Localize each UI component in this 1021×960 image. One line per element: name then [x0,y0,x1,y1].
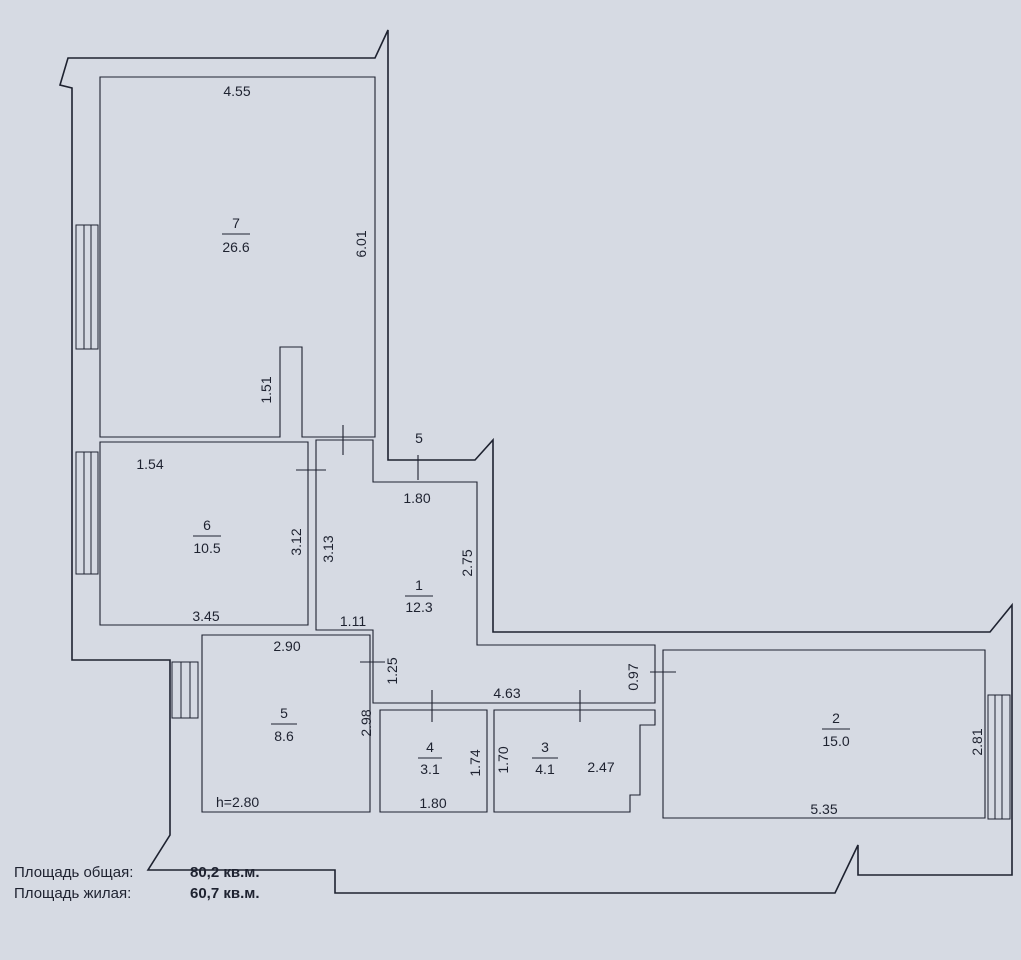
area-summary: Площадь общая: 80,2 кв.м. Площадь жилая: 6… [14,862,260,904]
dim-2-98: 2.98 [358,709,374,736]
room-1-number: 1 [415,577,423,593]
dim-1-70: 1.70 [495,746,511,773]
door-marks [296,425,676,722]
dim-1-54: 1.54 [136,456,163,472]
corridor-label: 5 [415,430,423,446]
room-3-number: 3 [541,739,549,755]
dim-3-13: 3.13 [320,535,336,562]
outer-wall [58,29,1013,894]
dim-0-97: 0.97 [625,663,641,690]
room-4-area: 3.1 [420,761,440,777]
room-4-number: 4 [426,739,434,755]
dim-1-80-top: 1.80 [403,490,430,506]
room-5-number: 5 [280,705,288,721]
living-area-label: Площадь жилая: [14,885,132,902]
dim-2-75: 2.75 [459,549,475,576]
dim-1-80-bottom: 1.80 [419,795,446,811]
ceiling-height: h=2.80 [216,794,259,810]
dim-3-45: 3.45 [192,608,219,624]
room-4-outline [379,709,488,813]
dim-6-01: 6.01 [353,230,369,257]
room-2-outline [662,649,986,819]
room-3-area: 4.1 [535,761,555,777]
dim-4-55: 4.55 [223,83,250,99]
room-6-outline [99,441,309,626]
total-area-value: 80,2 кв.м. [190,864,260,881]
dim-1-25: 1.25 [384,657,400,684]
room-1-outline [315,439,656,704]
room-7-number: 7 [232,215,240,231]
room-5-outline [201,634,371,813]
room-1-area: 12.3 [405,599,432,615]
dim-2-90: 2.90 [273,638,300,654]
window-marks [75,224,1011,820]
room-6-area: 10.5 [193,540,220,556]
room-5-area: 8.6 [274,728,294,744]
dim-5-35: 5.35 [810,801,837,817]
total-area-label: Площадь общая: [14,864,134,881]
dim-4-63: 4.63 [493,685,520,701]
room-3-outline [493,709,656,813]
room-6-number: 6 [203,517,211,533]
dim-1-11: 1.11 [340,613,366,629]
living-area-row: Площадь жилая: 60,7 кв.м. [14,883,260,904]
dim-1-51: 1.51 [258,376,274,403]
dim-2-47: 2.47 [587,759,614,775]
dim-3-12: 3.12 [288,528,304,555]
room-7-outline [99,76,376,438]
room-2-area: 15.0 [822,733,849,749]
room-7-area: 26.6 [222,239,249,255]
dim-2-81: 2.81 [969,728,985,755]
room-2-number: 2 [832,710,840,726]
living-area-value: 60,7 кв.м. [190,885,260,902]
dim-1-74: 1.74 [467,749,483,776]
total-area-row: Площадь общая: 80,2 кв.м. [14,862,260,883]
